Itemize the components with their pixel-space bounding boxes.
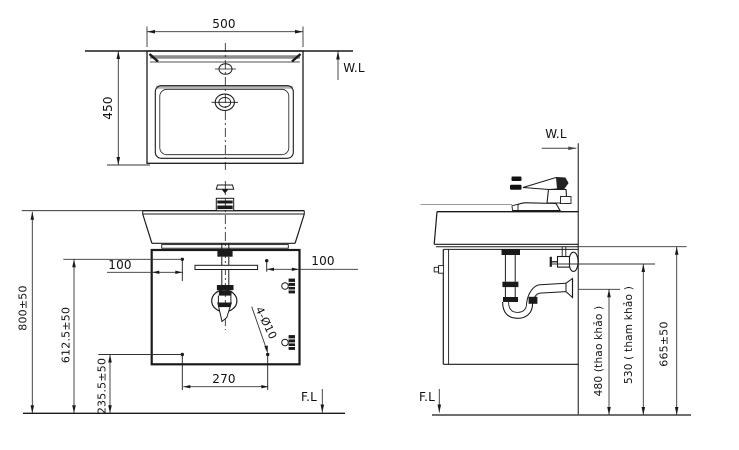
label-overall-height: 800±50 [16,285,30,331]
sink-front [142,210,305,249]
label-rim-height: 665±50 [657,321,671,367]
door-knob [433,266,440,273]
drain-trap-side [501,249,574,319]
front-dimensions [30,211,358,414]
label-water-line-side: W.L [545,127,567,141]
dimension-500 [146,26,304,47]
label-supply-valve-height: 530 ( tham khảo ) [622,285,635,385]
dimension-450 [107,51,150,166]
label-sink-depth: 450 [101,96,115,120]
angle-valve-side [549,246,579,272]
label-right-hole-offset: 100 [311,254,335,268]
label-floor-line-front: F.L [300,390,318,404]
water-line-marker-top [336,51,340,80]
label-sink-width: 500 [212,17,236,31]
label-floor-line-side: F.L [418,390,436,404]
label-hole-spacing: 270 [212,372,236,386]
holes-leader [251,306,268,354]
label-lower-hole-height: 235.5±50 [95,357,109,415]
top-view-drawing [85,26,353,170]
label-upper-hole-height: 612.5±50 [59,306,73,364]
label-water-line-top-view: W.L [343,61,365,75]
label-drain-outlet-height: 480 (thao khảo ) [592,305,605,397]
water-line-marker-side [541,146,577,151]
side-view-drawing [420,143,691,416]
wall-bolt-lower [281,335,295,350]
drain-trap-front [194,243,259,323]
sink-side [433,211,579,248]
side-dimensions [437,246,687,415]
wall-bolt-upper [281,278,295,294]
label-left-hole-offset: 100 [108,258,132,272]
front-view-drawing [21,181,358,414]
drain-plan [211,93,238,112]
faucet-side [510,176,572,212]
cabinet-side [433,248,579,365]
